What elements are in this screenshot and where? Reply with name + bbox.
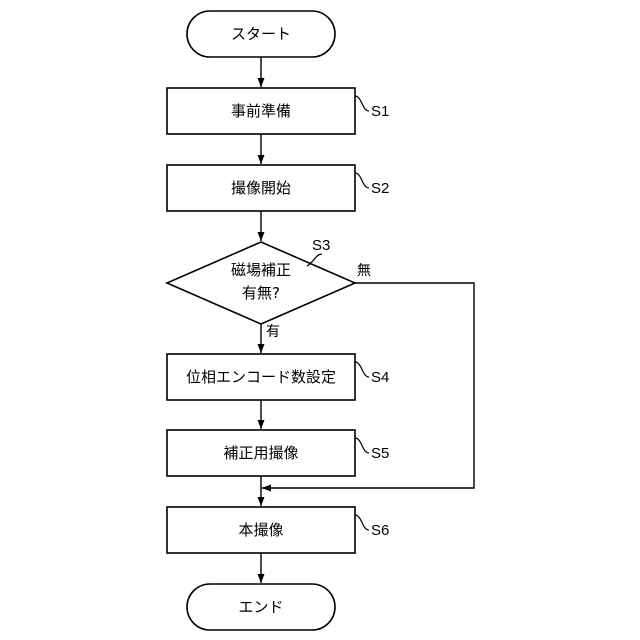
process-label-s5: 補正用撮像 bbox=[223, 444, 298, 462]
step-id-s2: S2 bbox=[371, 180, 389, 197]
process-box-s5: 補正用撮像 bbox=[167, 430, 355, 476]
decision-label-line1: 磁場補正 bbox=[231, 261, 291, 279]
process-label-s4: 位相エンコード数設定 bbox=[186, 368, 336, 386]
process-box-s4: 位相エンコード数設定 bbox=[167, 354, 355, 400]
decision-diamond-s3: 磁場補正 有無? bbox=[167, 242, 355, 324]
step-leader-s2 bbox=[355, 173, 369, 188]
end-label: エンド bbox=[238, 598, 283, 616]
step-leader-s3 bbox=[307, 254, 322, 266]
process-box-s2: 撮像開始 bbox=[167, 165, 355, 211]
step-leader-s1 bbox=[355, 96, 369, 111]
process-label-s6: 本撮像 bbox=[238, 521, 283, 539]
step-id-s3: S3 bbox=[312, 237, 330, 254]
step-id-s5: S5 bbox=[371, 445, 389, 462]
step-leader-s4 bbox=[355, 362, 369, 377]
branch-label-no: 無 bbox=[357, 263, 371, 279]
start-label: スタート bbox=[231, 25, 291, 43]
step-leader-s6 bbox=[355, 515, 369, 530]
step-id-s1: S1 bbox=[371, 103, 389, 120]
process-box-s6: 本撮像 bbox=[167, 507, 355, 553]
step-id-s6: S6 bbox=[371, 522, 389, 539]
step-leader-s5 bbox=[355, 438, 369, 453]
process-label-s2: 撮像開始 bbox=[231, 179, 291, 197]
process-box-s1: 事前準備 bbox=[167, 88, 355, 134]
branch-label-yes: 有 bbox=[266, 324, 280, 340]
end-terminal: エンド bbox=[187, 584, 335, 630]
step-id-s4: S4 bbox=[371, 369, 389, 386]
process-label-s1: 事前準備 bbox=[231, 102, 291, 120]
start-terminal: スタート bbox=[187, 11, 335, 57]
decision-label-line2: 有無? bbox=[242, 284, 280, 302]
